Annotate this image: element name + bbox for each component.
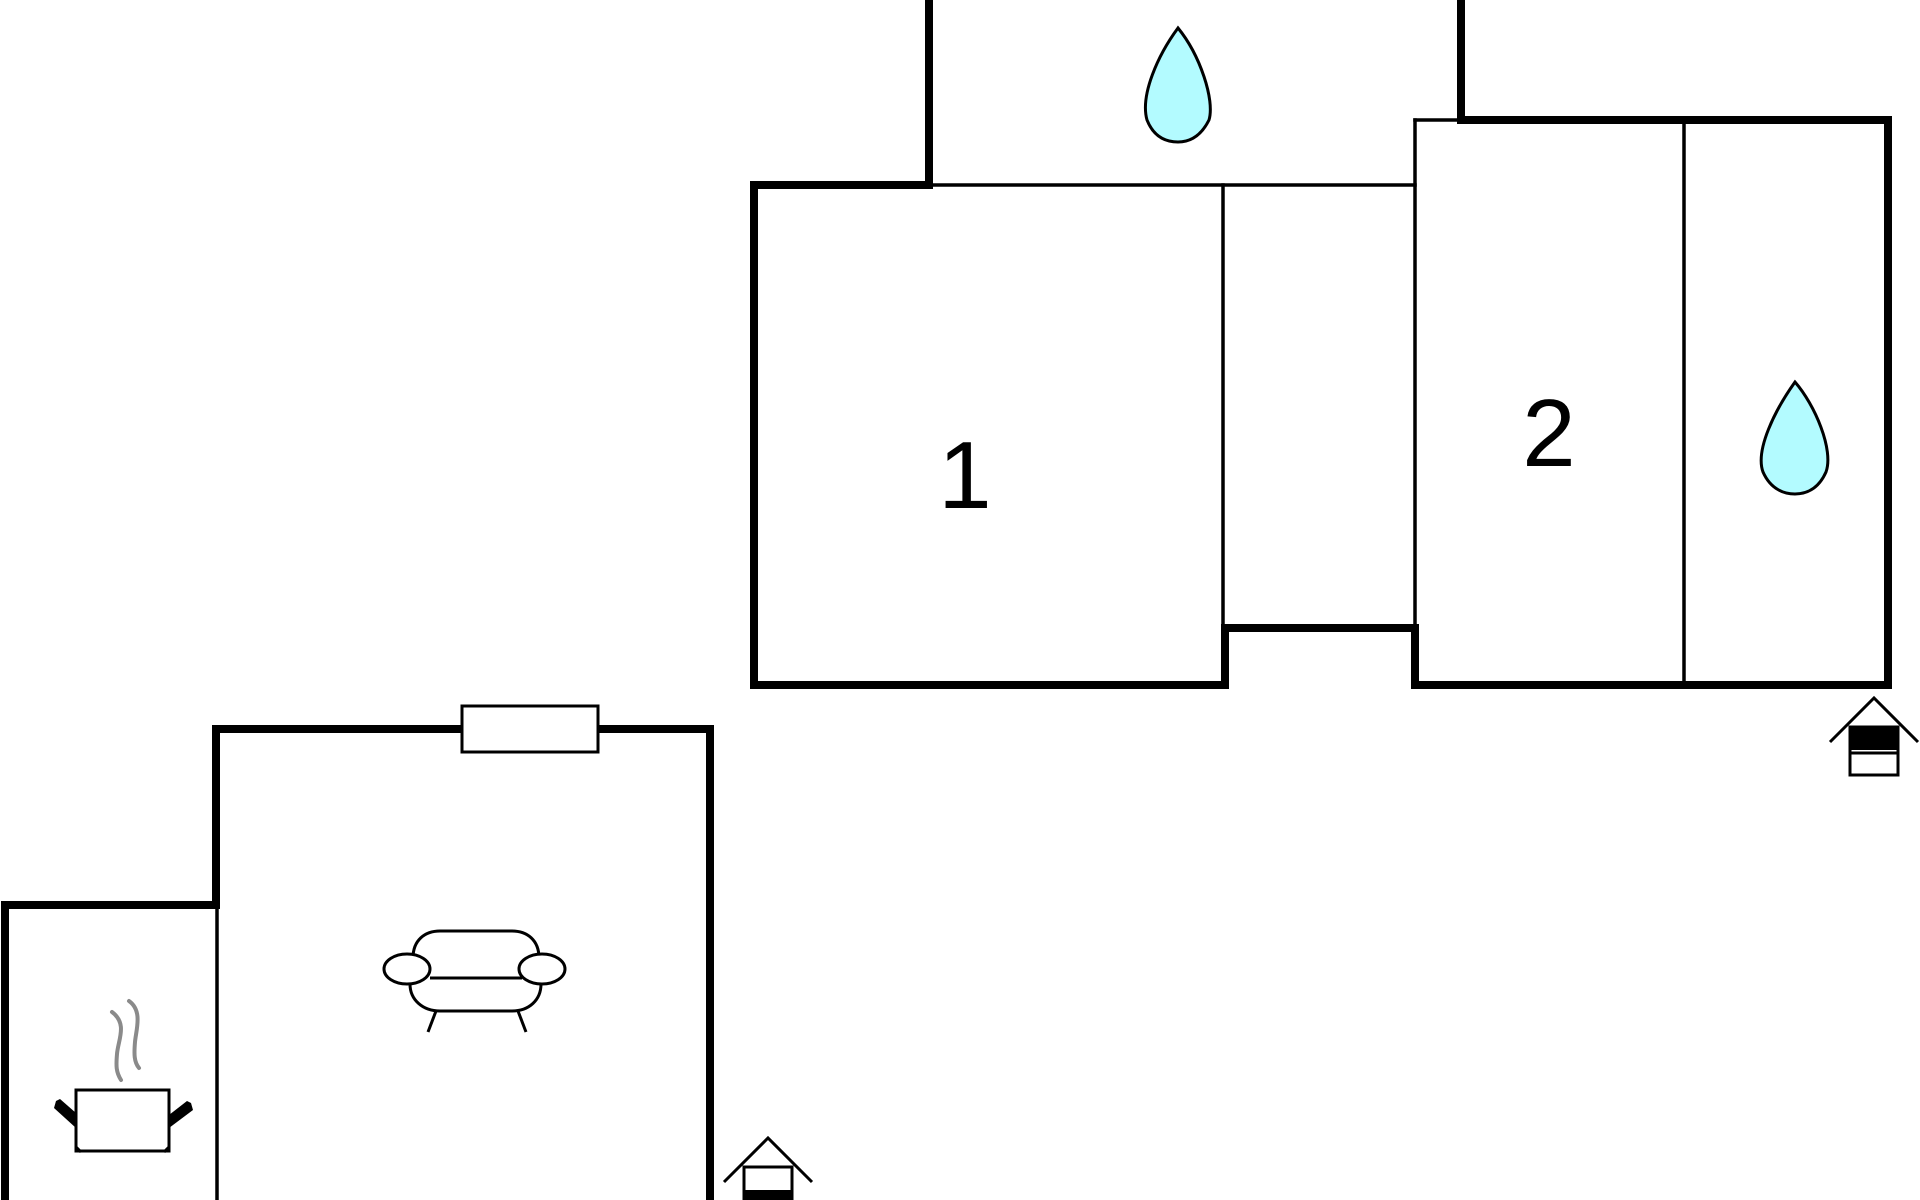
wall-living-outer [1,725,714,1200]
water-drop-icon [1144,25,1212,144]
wall-room1-outer [750,0,1892,689]
entrance-house-icon [1828,695,1920,777]
room-label-2: 2 [1522,380,1575,487]
water-drop-icon [1759,379,1830,496]
entrance-house-icon [722,1135,814,1200]
cooking-pot-icon [54,999,193,1154]
room-label-1: 1 [938,422,991,529]
upper-building: 1 2 [750,0,1920,777]
window-icon [460,704,600,754]
sofa-icon [382,929,567,1033]
lower-building [1,704,814,1200]
